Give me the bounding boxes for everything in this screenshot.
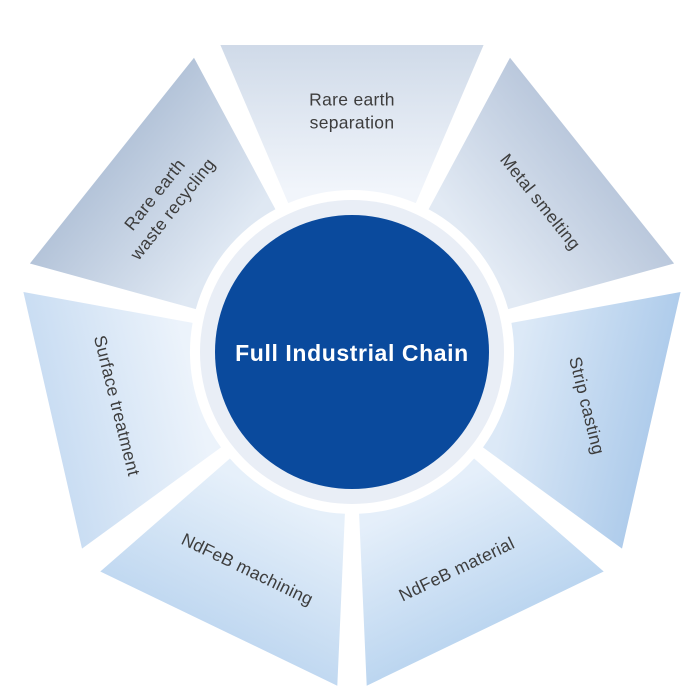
segment-metal-smelting [428,57,675,310]
segment-surface-treatment [23,292,222,549]
segment-rare-earth-waste-recycling [29,57,276,310]
center-circle [215,215,489,489]
segment-rare-earth-separation [220,45,484,204]
segment-ndfeb-material [359,458,604,686]
segment-ndfeb-machining [100,458,345,686]
segment-strip-casting [483,292,681,549]
center-label: Full Industrial Chain [235,340,469,366]
